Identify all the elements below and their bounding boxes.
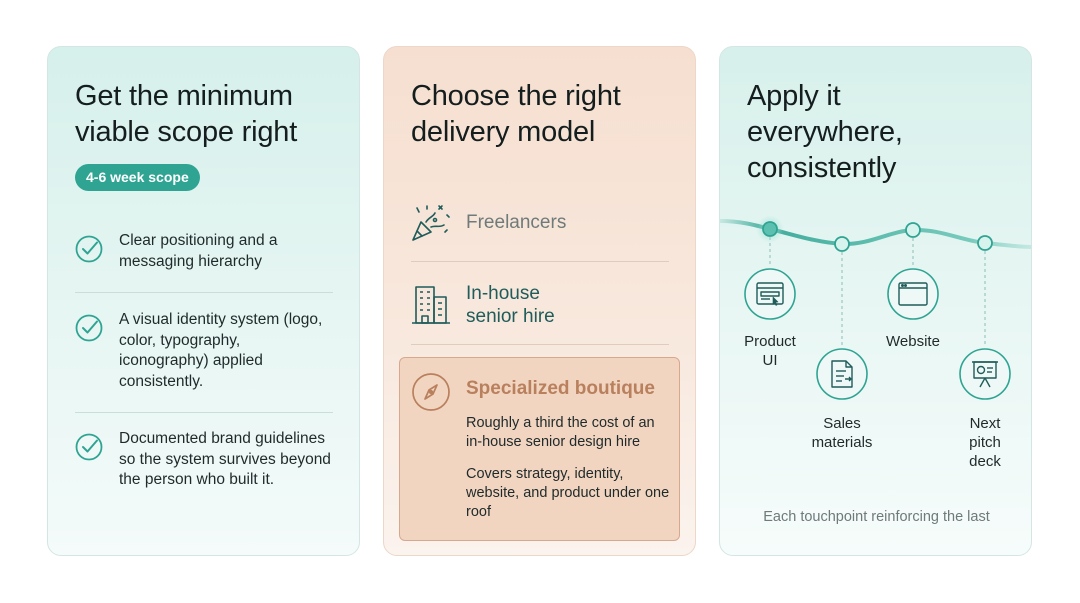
scope-item-text: Documented brand guidelines so the syste…: [119, 430, 331, 488]
boutique-desc-2: Covers strategy, identity, website, and …: [466, 466, 670, 520]
confetti-icon: [412, 205, 450, 241]
timeline-dot: [834, 236, 850, 252]
divider: [75, 412, 333, 413]
option-freelancers: Freelancers: [466, 212, 567, 233]
compass-icon: [412, 373, 450, 411]
check-circle-icon: [75, 433, 103, 461]
office-building-icon: [412, 286, 450, 324]
document-icon: [831, 360, 853, 388]
delivery-title: Choose the right delivery model: [411, 80, 621, 148]
timeline-dot: [977, 235, 993, 251]
presentation-icon: [972, 361, 998, 388]
timeline-dot: [905, 222, 921, 238]
check-circle-icon: [75, 235, 103, 263]
touchpoint-product-ui: Product UI: [744, 333, 796, 369]
scope-item-text: Clear positioning and a messaging hierar…: [119, 232, 278, 270]
touchpoint-next-pitch-deck: Next pitch deck: [969, 415, 1001, 470]
apply-card: Apply it everywhere, consistently: [719, 46, 1032, 556]
scope-card: Get the minimum viable scope right 4-6 w…: [47, 46, 360, 556]
divider: [75, 292, 333, 293]
check-circle-icon: [75, 314, 103, 342]
touchpoint-sales-materials: Sales materials: [811, 415, 873, 451]
touchpoint-timeline: [720, 215, 1031, 400]
touchpoint-website: Website: [886, 333, 940, 350]
delivery-card: Choose the right delivery model Freelanc…: [383, 46, 696, 556]
scope-badge: 4-6 week scope: [75, 164, 200, 191]
product-ui-icon: [756, 282, 784, 306]
boutique-option: Specialized boutique Roughly a third the…: [399, 357, 680, 541]
divider: [411, 261, 669, 262]
timeline-dot: [762, 221, 778, 237]
scope-title: Get the minimum viable scope right: [75, 80, 298, 148]
boutique-title: Specialized boutique: [466, 378, 655, 399]
scope-item-text: A visual identity system (logo, color, t…: [119, 311, 323, 390]
boutique-desc-1: Roughly a third the cost of an in-house …: [466, 415, 655, 450]
apply-title: Apply it everywhere, consistently: [747, 80, 903, 184]
divider: [411, 344, 669, 345]
option-in-house: In-house senior hire: [466, 283, 555, 327]
apply-footer-note: Each touchpoint reinforcing the last: [763, 509, 990, 525]
browser-window-icon: [898, 282, 928, 306]
